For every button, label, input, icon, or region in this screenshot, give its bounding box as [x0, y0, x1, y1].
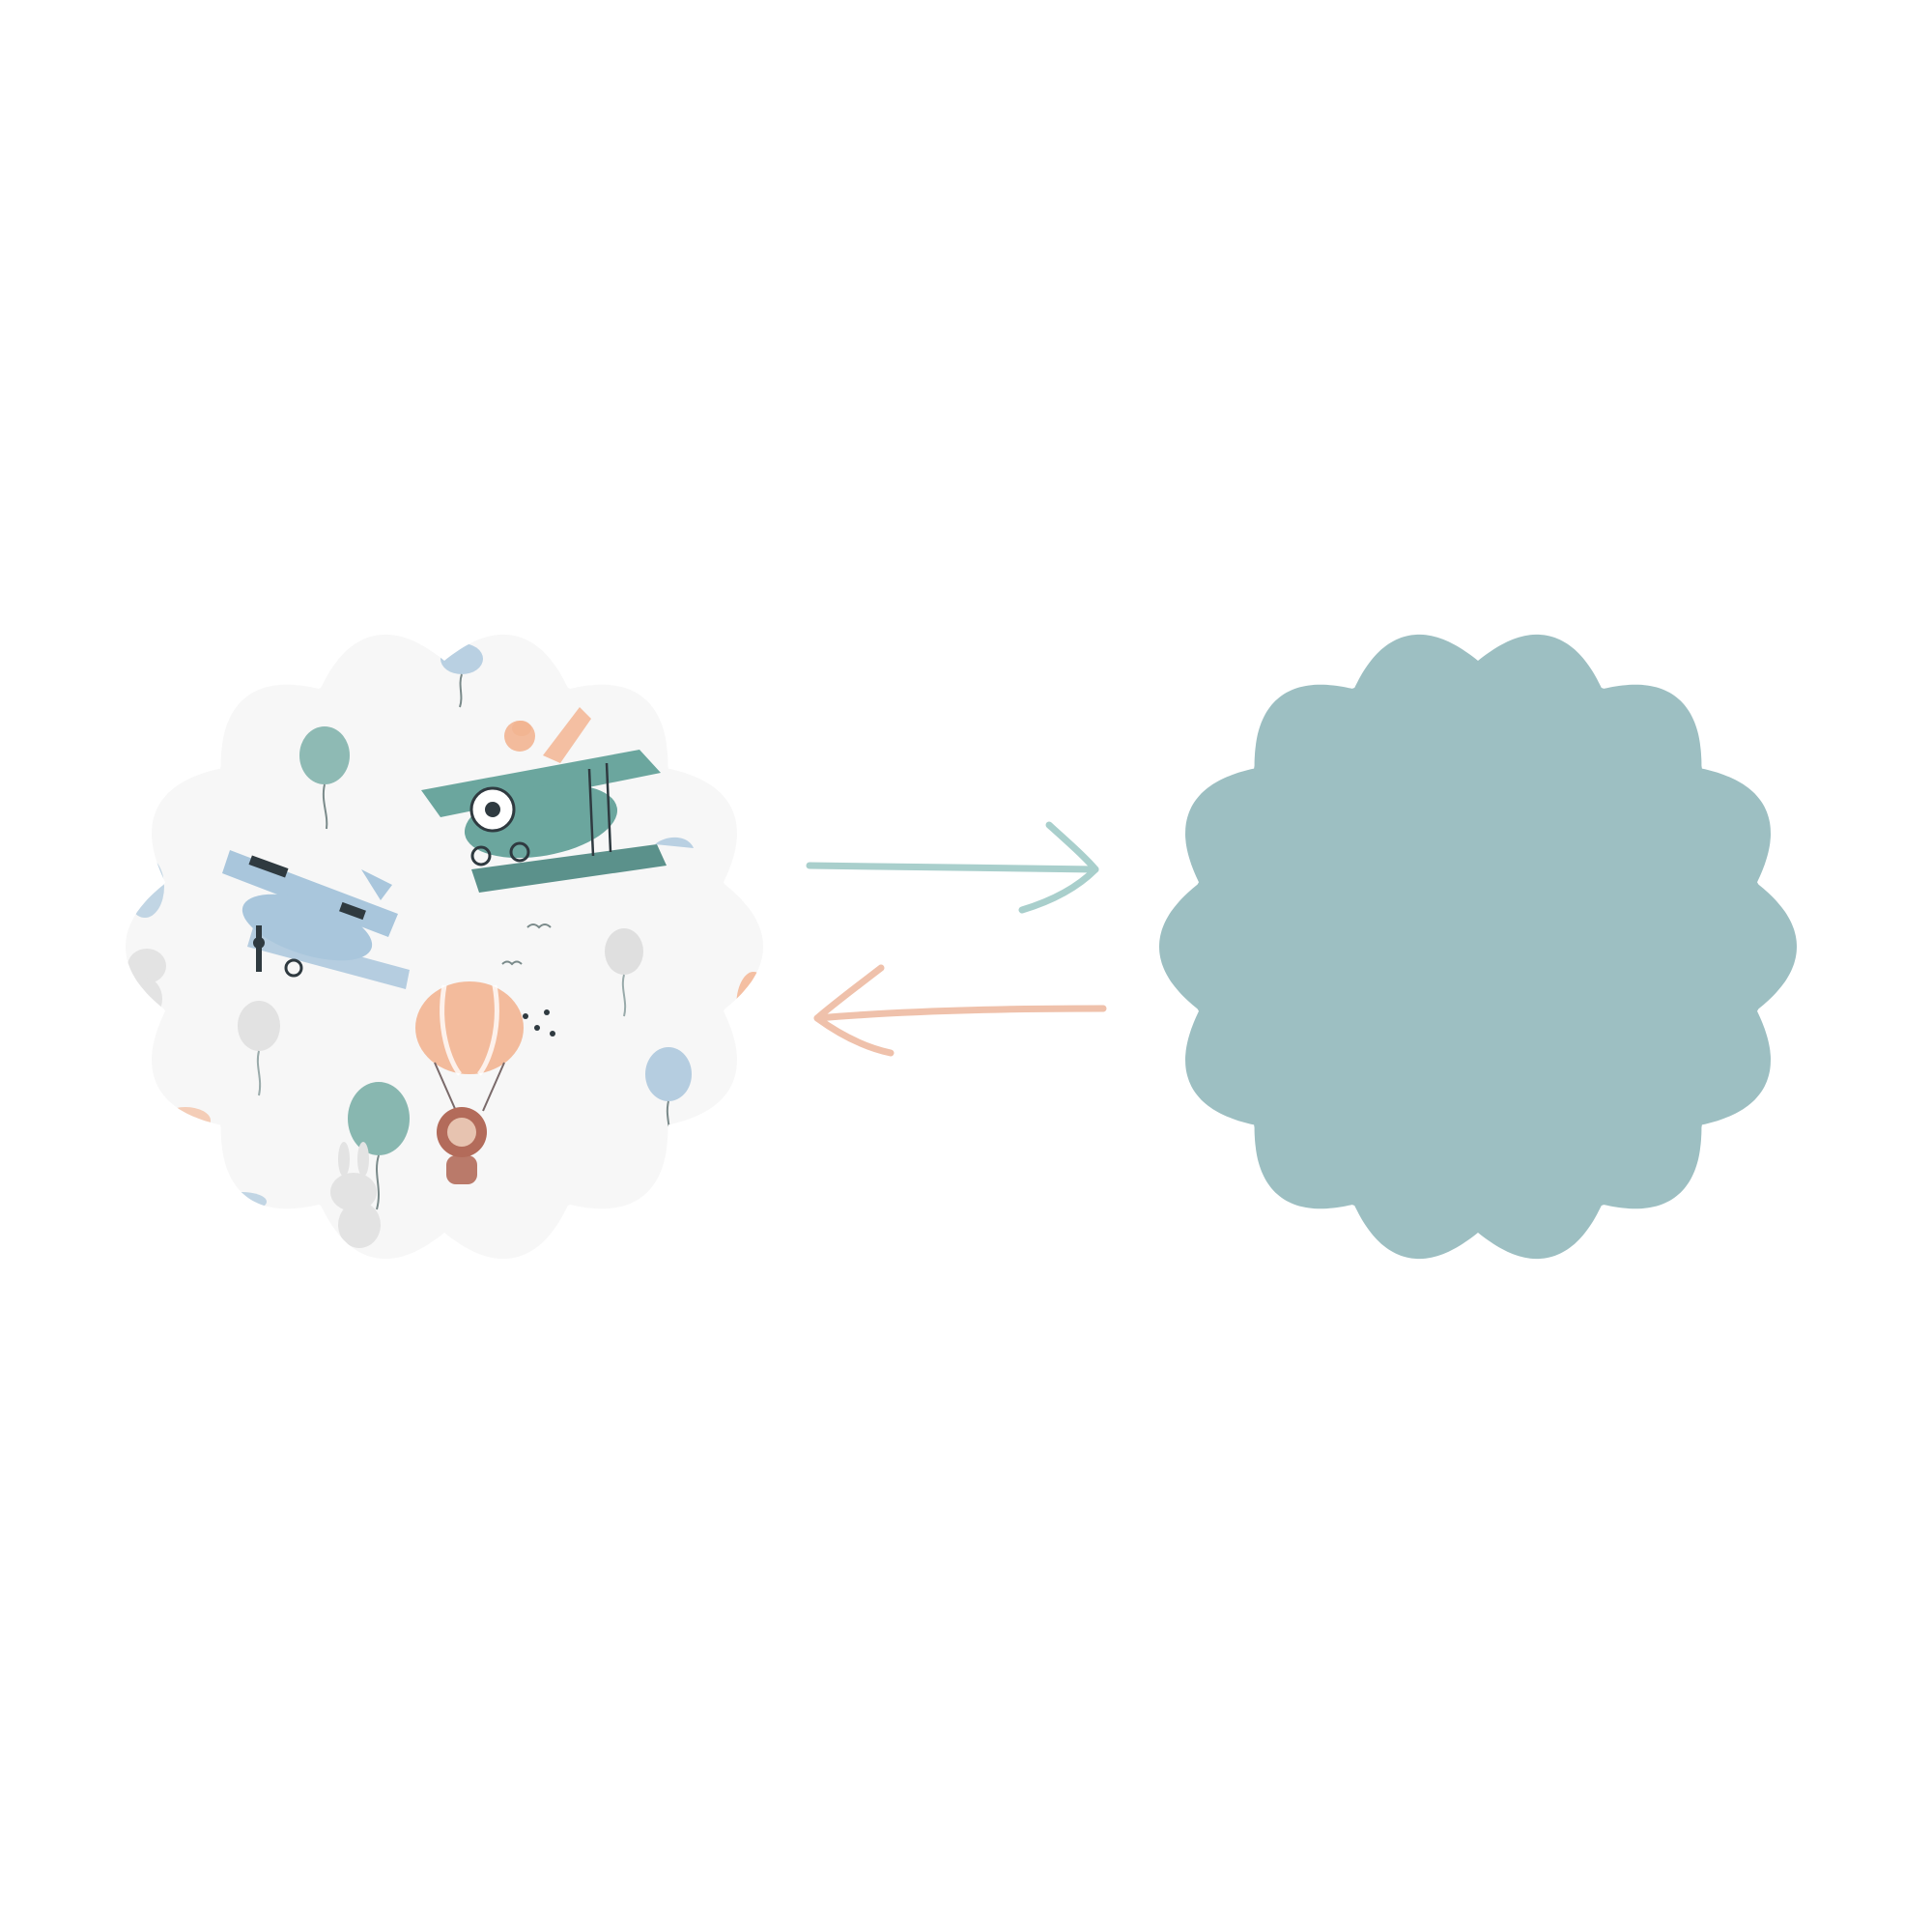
biplane-icon — [421, 707, 694, 893]
balloon-icon — [348, 1082, 410, 1210]
biplane-icon — [222, 850, 410, 989]
hot-air-balloon-icon — [415, 981, 524, 1184]
solid-side — [1159, 634, 1797, 1260]
dots-decoration — [523, 1009, 555, 1037]
arrow-right-icon — [806, 821, 1099, 914]
balloon-icon — [299, 726, 350, 830]
biplane-icon — [216, 1192, 267, 1211]
balloon-icon — [605, 928, 643, 1017]
balloon-icon — [126, 856, 164, 918]
bird-icon — [501, 923, 552, 966]
scalloped-circle-icon — [1159, 634, 1797, 1260]
animal-icon — [160, 1107, 211, 1134]
arrow-left-icon — [813, 964, 1107, 1057]
balloon-icon — [238, 1001, 280, 1096]
balloon-icon — [736, 972, 763, 1041]
animal-icon — [512, 721, 531, 736]
fabric-pattern — [126, 643, 763, 1248]
scalloped-circle-icon — [126, 634, 763, 1260]
bunny-icon — [330, 1142, 381, 1248]
balloon-icon — [593, 1219, 636, 1242]
lion-icon — [437, 1107, 487, 1184]
patterned-side — [126, 634, 763, 1260]
